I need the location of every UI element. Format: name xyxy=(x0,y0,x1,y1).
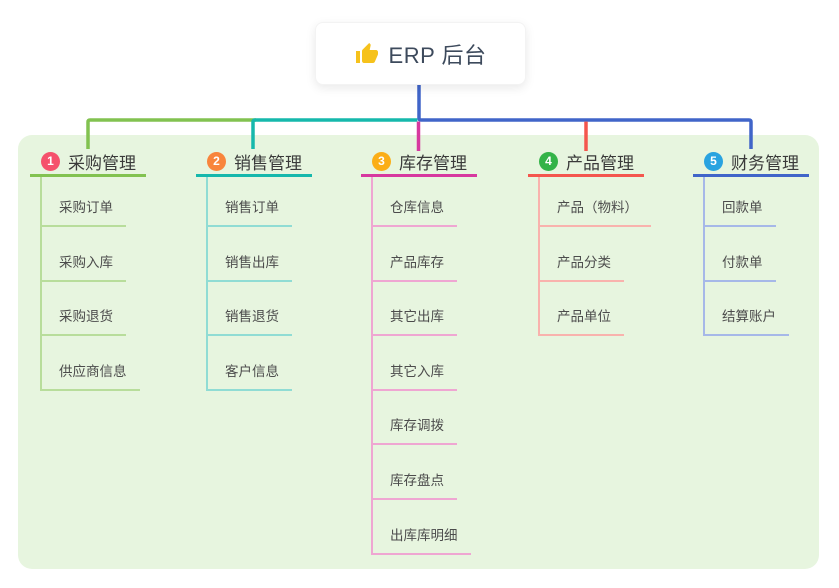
connector-branch-1 xyxy=(86,118,256,149)
subtopic-node[interactable]: 库存调拨 xyxy=(373,391,457,446)
subtopic-node[interactable]: 采购退货 xyxy=(42,282,126,337)
subtopic-node[interactable]: 回款单 xyxy=(705,177,776,227)
branch-index-badge: 3 xyxy=(372,151,391,171)
branch-index-badge: 5 xyxy=(704,151,723,171)
branches-panel xyxy=(18,135,819,569)
subtopic-node[interactable]: 客户信息 xyxy=(208,336,292,391)
branch-subtopics: 回款单付款单结算账户 xyxy=(703,177,809,337)
subtopic-node[interactable]: 仓库信息 xyxy=(373,177,457,227)
connector-branch-2 xyxy=(251,118,418,149)
subtopic-node[interactable]: 库存盘点 xyxy=(373,445,457,500)
subtopic-node[interactable]: 供应商信息 xyxy=(42,336,140,391)
branch-label: 销售管理 xyxy=(234,153,302,173)
branch-label: 产品管理 xyxy=(566,153,634,173)
subtopic-node[interactable]: 产品单位 xyxy=(540,282,624,337)
branch-column-3: 3 库存管理仓库信息产品库存其它出库其它入库库存调拨库存盘点出库库明细 xyxy=(361,148,477,555)
subtopic-node[interactable]: 付款单 xyxy=(705,227,776,282)
branch-header-2[interactable]: 2 销售管理 xyxy=(196,148,312,177)
branch-index-badge: 2 xyxy=(207,151,226,171)
branch-index-badge: 4 xyxy=(539,151,558,171)
subtopic-node[interactable]: 采购入库 xyxy=(42,227,126,282)
root-title: ERP 后台 xyxy=(388,42,487,68)
subtopic-node[interactable]: 其它入库 xyxy=(373,336,457,391)
subtopic-node[interactable]: 产品库存 xyxy=(373,227,457,282)
branch-column-1: 1 采购管理采购订单采购入库采购退货供应商信息 xyxy=(30,148,146,391)
branch-header-4[interactable]: 4 产品管理 xyxy=(528,148,644,177)
subtopic-node[interactable]: 采购订单 xyxy=(42,177,126,227)
branch-column-4: 4 产品管理产品（物料）产品分类产品单位 xyxy=(528,148,651,337)
subtopic-node[interactable]: 销售退货 xyxy=(208,282,292,337)
connector-root-and-branch-5 xyxy=(417,83,753,149)
thumbs-up-icon xyxy=(355,42,378,63)
subtopic-node[interactable]: 其它出库 xyxy=(373,282,457,337)
subtopic-node[interactable]: 产品（物料） xyxy=(540,177,651,227)
branch-label: 财务管理 xyxy=(731,153,799,173)
branch-subtopics: 仓库信息产品库存其它出库其它入库库存调拨库存盘点出库库明细 xyxy=(371,177,477,555)
subtopic-node[interactable]: 产品分类 xyxy=(540,227,624,282)
branch-subtopics: 销售订单销售出库销售退货客户信息 xyxy=(206,177,312,391)
branch-column-2: 2 销售管理销售订单销售出库销售退货客户信息 xyxy=(196,148,312,391)
branch-subtopics: 采购订单采购入库采购退货供应商信息 xyxy=(40,177,146,391)
subtopic-node[interactable]: 出库库明细 xyxy=(373,500,471,555)
branch-column-5: 5 财务管理回款单付款单结算账户 xyxy=(693,148,809,337)
branch-header-1[interactable]: 1 采购管理 xyxy=(30,148,146,177)
branch-index-badge: 1 xyxy=(41,151,60,171)
subtopic-node[interactable]: 结算账户 xyxy=(705,282,789,337)
subtopic-node[interactable]: 销售订单 xyxy=(208,177,292,227)
branch-header-3[interactable]: 3 库存管理 xyxy=(361,148,477,177)
branch-header-5[interactable]: 5 财务管理 xyxy=(693,148,809,177)
branch-label: 采购管理 xyxy=(68,153,136,173)
root-node[interactable]: ERP 后台 xyxy=(315,22,526,85)
subtopic-node[interactable]: 销售出库 xyxy=(208,227,292,282)
branch-label: 库存管理 xyxy=(399,153,467,173)
branch-subtopics: 产品（物料）产品分类产品单位 xyxy=(538,177,651,337)
